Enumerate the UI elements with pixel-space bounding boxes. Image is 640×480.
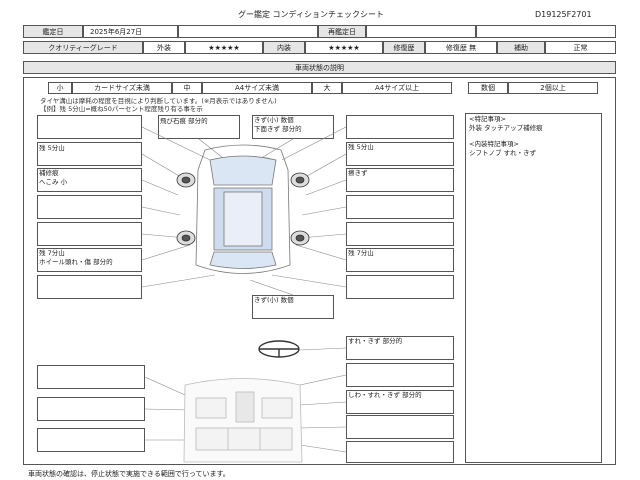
sheet-title: グー鑑定 コンディションチェックシート (238, 10, 384, 19)
exterior-stars: ★★★★★ (185, 41, 263, 54)
damage-box-l1 (37, 115, 142, 139)
right-tire-rear: 残 7分山 (348, 249, 374, 257)
size-medium-desc: A4サイズ未満 (202, 82, 312, 94)
damage-box-l5 (37, 222, 142, 246)
size-large-desc: A4サイズ以上 (342, 82, 452, 94)
size-small-desc: カードサイズ未満 (72, 82, 172, 94)
special-notes-title2: <内装特記事項> (469, 140, 519, 148)
size-medium: 中 (172, 82, 202, 94)
damage-box-l7 (37, 275, 142, 299)
damage-box-l3 (37, 168, 142, 192)
recheck-value (366, 25, 476, 38)
meter-value: 正常 (545, 41, 616, 54)
damage-box-r6 (346, 248, 454, 272)
top-center2: 下面きず 部分的 (254, 125, 302, 133)
interior-label: しわ・すれ・きず 部分的 (348, 391, 422, 399)
interior-box-l1 (37, 365, 145, 389)
damage-box-l2 (37, 142, 142, 166)
damage-box-r2 (346, 142, 454, 166)
left-wheel: ホイール頭れ・傷 部分的 (39, 258, 113, 266)
damage-box-r4 (346, 195, 454, 219)
steer-label: すれ・きず 部分的 (348, 337, 403, 345)
interior-box-r4 (346, 441, 454, 463)
damage-box-r5 (346, 222, 454, 246)
damage-box-r7 (346, 275, 454, 299)
meter-label: 補助 (497, 41, 545, 54)
damage-box-r1 (346, 115, 454, 139)
footer-note: 車両状態の確認は、停止状態で実施できる範囲で行っています。 (28, 470, 230, 478)
damage-box-l6 (37, 248, 142, 272)
left-tire-rear: 残 7分山 (39, 249, 65, 257)
quality-label: クオリティーグレード (23, 41, 143, 54)
interior-box-l3 (37, 428, 145, 452)
interior-box-l2 (37, 397, 145, 421)
interior-label: 内装 (263, 41, 305, 54)
size-small: 小 (48, 82, 72, 94)
diagram-frame (23, 77, 616, 465)
bottom-center: きず(小) 数個 (254, 296, 294, 304)
left-tire-front: 残 5分山 (39, 144, 65, 152)
left-dent: へこみ 小 (39, 178, 68, 186)
size-large: 大 (312, 82, 342, 94)
count-label: 数個 (468, 82, 508, 94)
sheet-id: D19125F2701 (535, 10, 592, 19)
repair-label: 修復歴 (383, 41, 425, 54)
recheck-label: 再鑑定日 (318, 25, 366, 38)
note-line1: タイヤ溝山は摩耗の程度を目視により判断しています。(※月表示ではありません) (40, 97, 277, 105)
date-value: 2025年6月27日 (83, 25, 178, 38)
damage-box-r3 (346, 168, 454, 192)
left-repair: 補修痕 (39, 169, 59, 177)
right-scratch: 擦きず (348, 169, 368, 177)
recheck-blank (476, 25, 616, 38)
repair-value: 修復歴 無 (425, 41, 497, 54)
date-label: 鑑定日 (23, 25, 83, 38)
damage-box-l4 (37, 195, 142, 219)
interior-stars: ★★★★★ (305, 41, 383, 54)
special-notes-line2: シフトノブ すれ・きず (469, 149, 537, 157)
note-line2: 【例】残 5分山=概ね50パーセント程度残り有る事を示 (40, 105, 203, 113)
damage-box-bc (252, 295, 334, 319)
interior-box-r0 (346, 336, 454, 360)
top-left-upper: 飛び石痕 部分的 (160, 117, 208, 125)
interior-box-r1 (346, 363, 454, 387)
special-notes-panel (465, 113, 602, 463)
special-notes-title: <特記事項> (469, 115, 506, 123)
exterior-label: 外装 (143, 41, 185, 54)
interior-box-r3 (346, 415, 454, 439)
section-title: 車両状態の説明 (23, 61, 616, 74)
interior-box-r2 (346, 390, 454, 414)
special-notes-line1: 外装 タッチアップ補修痕 (469, 124, 543, 132)
right-tire-front: 残 5分山 (348, 143, 374, 151)
count-desc: 2個以上 (508, 82, 598, 94)
top-center: きず(小) 数個 (254, 116, 294, 124)
date-blank (178, 25, 318, 38)
